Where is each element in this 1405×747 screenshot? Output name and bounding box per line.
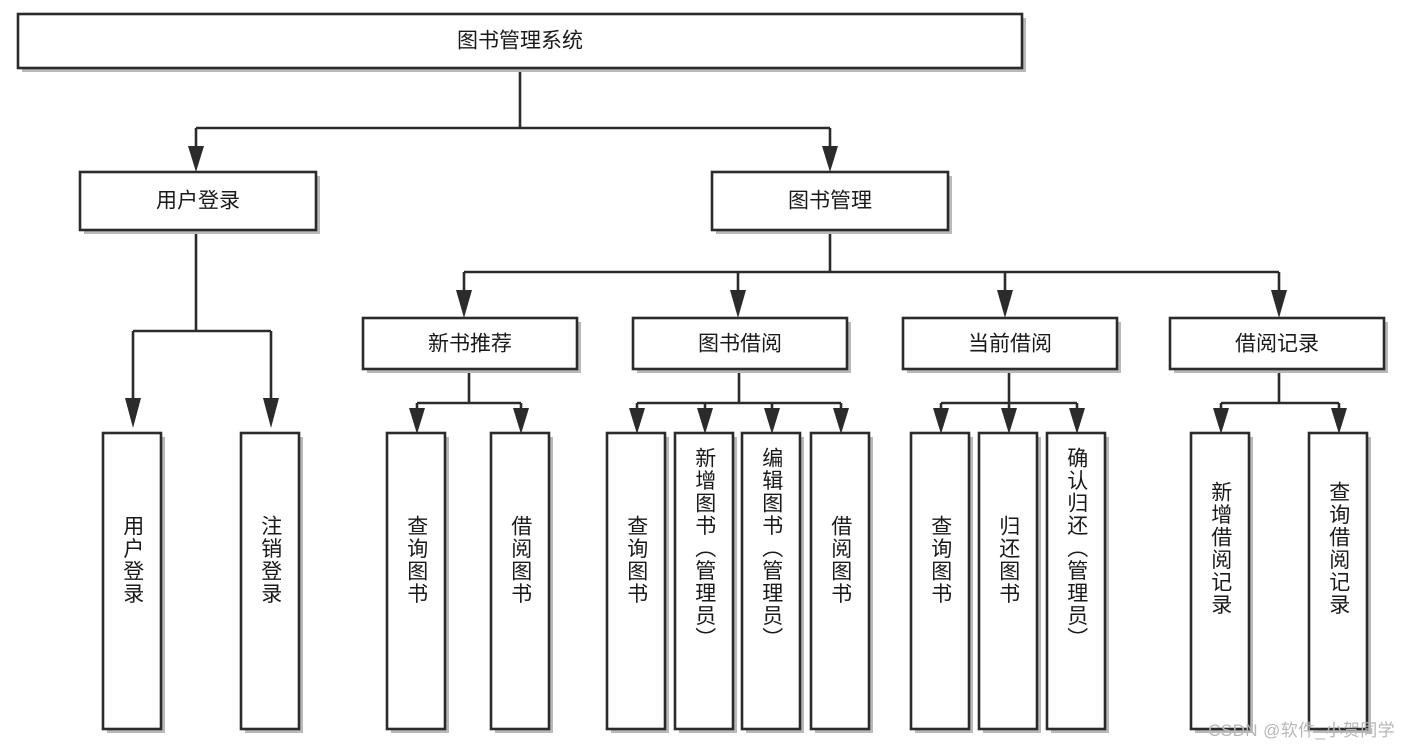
node-book-manage[interactable]: 图书管理 <box>710 170 952 234</box>
connector-group-root <box>188 68 838 172</box>
arrow-to-leaf-add-record <box>1213 408 1229 434</box>
arrow-to-leaf-confirm-return <box>1069 408 1085 434</box>
connector-group-user-login <box>125 234 279 428</box>
arrow-to-leaf-query-book-1 <box>409 408 425 434</box>
arrow-to-leaf-edit-book <box>764 408 780 434</box>
arrow-to-leaf-borrow-book-2 <box>833 408 849 434</box>
arrow-to-book-manage <box>822 146 838 172</box>
arrow-to-leaf-user-logout <box>263 398 279 428</box>
leaf-box-add-record[interactable] <box>1189 431 1251 731</box>
leaf-box-borrow-book-1[interactable] <box>489 431 551 731</box>
node-book-manage-label: 图书管理 <box>788 190 872 213</box>
leaf-box-confirm-return[interactable] <box>1045 431 1107 731</box>
connector-group-book-borrow <box>629 373 849 434</box>
node-current-borrow[interactable]: 当前借阅 <box>901 316 1121 373</box>
arrow-to-current-borrow <box>997 290 1013 318</box>
node-user-login-label: 用户登录 <box>156 190 240 213</box>
connector-group-new-book-rec <box>409 373 529 434</box>
leaf-box-user-logout[interactable] <box>239 431 301 731</box>
arrow-to-leaf-return-book <box>1001 408 1017 434</box>
node-new-book-rec[interactable]: 新书推荐 <box>361 316 581 373</box>
node-current-borrow-label: 当前借阅 <box>968 333 1052 356</box>
csdn-watermark: CSDN @软件_小贺同学 <box>1208 721 1395 740</box>
node-root[interactable]: 图书管理系统 <box>16 12 1026 72</box>
node-borrow-record[interactable]: 借阅记录 <box>1168 316 1388 373</box>
leaf-box-user-login[interactable] <box>101 431 163 731</box>
leaf-box-borrow-book-2[interactable] <box>809 431 871 731</box>
arrow-to-leaf-borrow-book-1 <box>513 408 529 434</box>
node-borrow-record-label: 借阅记录 <box>1235 333 1319 356</box>
leaf-box-add-book[interactable] <box>673 431 735 731</box>
connector-group-borrow-record <box>1213 373 1347 434</box>
arrow-to-leaf-query-record <box>1331 408 1347 434</box>
arrow-to-leaf-user-login <box>125 398 141 428</box>
node-user-login[interactable]: 用户登录 <box>78 170 320 234</box>
leaf-box-query-record[interactable] <box>1307 431 1369 731</box>
leaf-box-edit-book[interactable] <box>740 431 802 731</box>
arrow-to-leaf-query-book-2 <box>629 408 645 434</box>
node-book-borrow[interactable]: 图书借阅 <box>631 316 851 373</box>
arrow-to-leaf-query-book-3 <box>933 408 949 434</box>
leaf-box-query-book-2[interactable] <box>605 431 667 731</box>
node-book-borrow-label: 图书借阅 <box>698 333 782 356</box>
node-root-label: 图书管理系统 <box>457 30 583 53</box>
connector-group-book-manage <box>456 234 1287 318</box>
arrow-to-borrow-record <box>1271 290 1287 318</box>
leaf-box-return-book[interactable] <box>977 431 1039 731</box>
node-new-book-rec-label: 新书推荐 <box>428 333 512 356</box>
arrow-to-book-borrow <box>730 290 746 318</box>
connector-group-current-borrow <box>933 373 1085 434</box>
arrow-to-new-book-rec <box>456 290 472 318</box>
arrow-to-leaf-add-book <box>697 408 713 434</box>
leaf-box-query-book-1[interactable] <box>385 431 447 731</box>
arrow-to-user-login <box>188 146 204 172</box>
leaf-box-group <box>101 431 1371 733</box>
leaf-box-query-book-3[interactable] <box>909 431 971 731</box>
